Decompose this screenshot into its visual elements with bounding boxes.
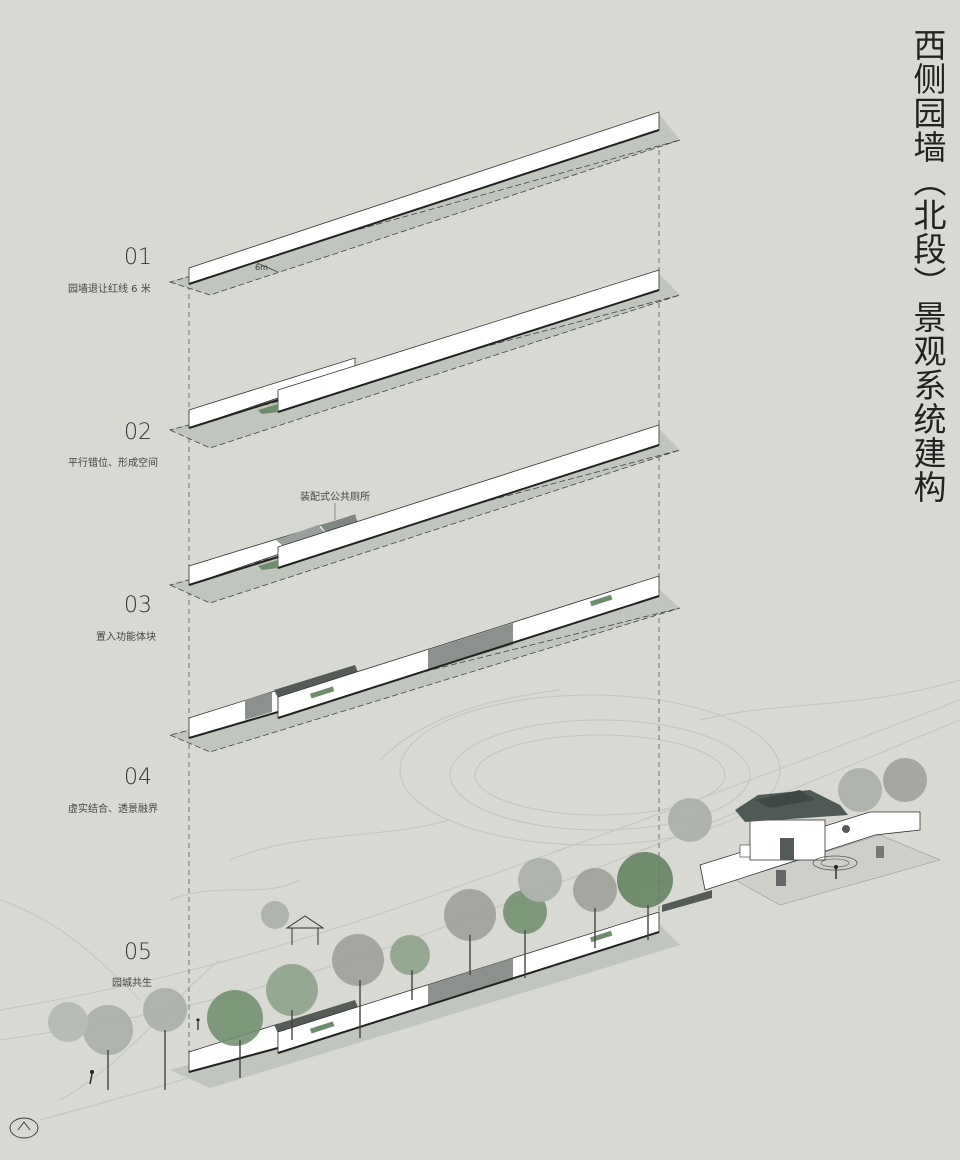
layer-05 <box>170 890 712 1088</box>
page-title: 西侧园墙（北段）景观系统建构 <box>908 28 947 504</box>
layer-04 <box>168 575 681 753</box>
trees <box>48 758 927 1090</box>
layer-04-screen-left <box>245 692 272 720</box>
tree <box>48 758 927 1055</box>
layer-03 <box>168 424 681 604</box>
step-number: 04 <box>124 765 152 790</box>
gate-roof <box>735 790 848 822</box>
step-number: 05 <box>124 940 152 965</box>
gate-building <box>699 790 941 906</box>
layer-05-screen-mid <box>428 958 513 1005</box>
step-caption: 置入功能体块 <box>96 632 156 643</box>
layer-01-ground-dash <box>168 139 681 296</box>
step-number: 03 <box>124 593 152 618</box>
north-arrow-icon <box>9 1117 39 1139</box>
step-caption: 园城共生 <box>112 978 152 989</box>
people <box>89 865 838 1085</box>
layer-04-window <box>589 594 613 607</box>
side-fence <box>662 890 712 912</box>
step-caption: 园墙退让红线 6 米 <box>68 284 151 295</box>
pavilion <box>285 915 325 945</box>
step-caption: 平行错位、形成空间 <box>68 458 158 469</box>
step-number: 01 <box>124 245 152 270</box>
layer-02 <box>168 269 681 449</box>
layer-04-screen-mid <box>428 623 513 670</box>
tree-trunks <box>107 905 649 1090</box>
step-caption: 虚实结合、透景融界 <box>68 804 158 815</box>
layer-02-wall-front <box>277 269 660 413</box>
layer-01 <box>168 111 681 296</box>
layer-01-wall <box>188 111 660 285</box>
toilet-annotation: 装配式公共厕所 <box>300 492 370 503</box>
setback-dimension-label: 6m <box>255 263 268 272</box>
step-number: 02 <box>124 420 152 445</box>
